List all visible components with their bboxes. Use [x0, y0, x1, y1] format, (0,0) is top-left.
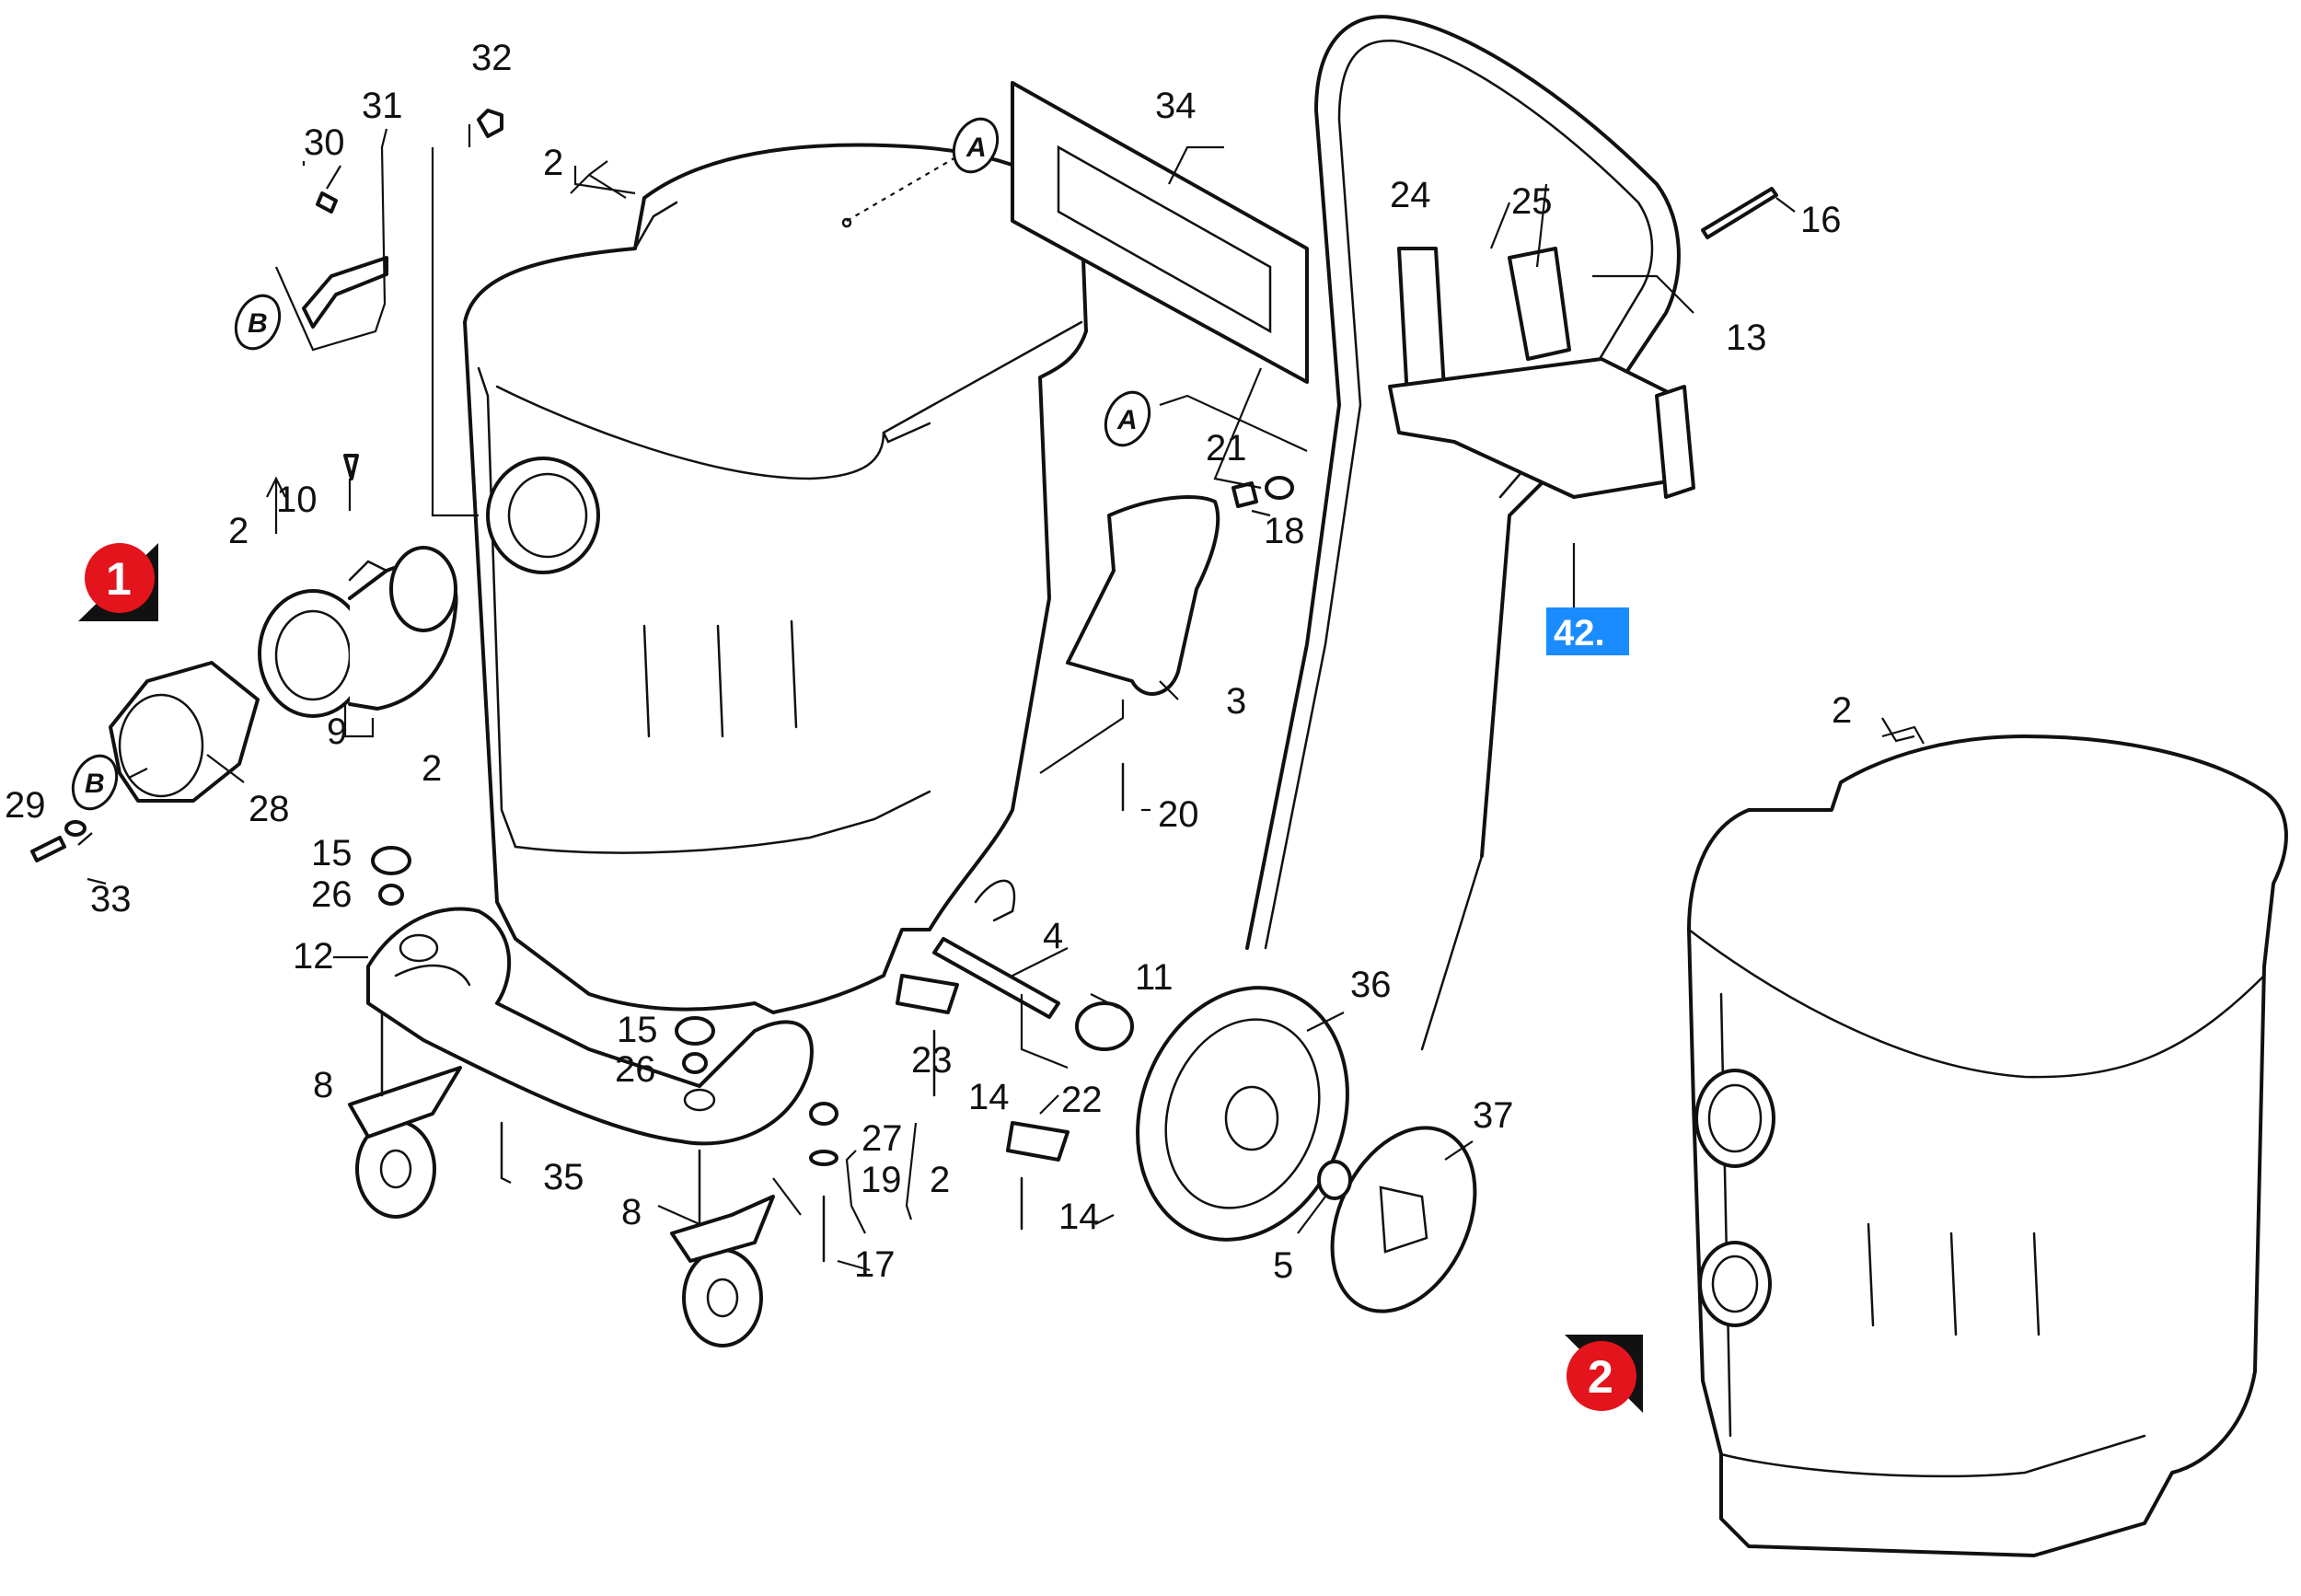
warning-label — [1011, 81, 1309, 384]
label-16: 16 — [1800, 200, 1842, 240]
container-tank — [463, 143, 1088, 1014]
bracket-ticks — [266, 160, 1925, 1220]
label-2-a: 2 — [543, 143, 563, 183]
label-14-a: 14 — [968, 1077, 1010, 1117]
label-32: 32 — [471, 38, 513, 78]
bubble-a-bottom: A — [1104, 390, 1151, 447]
label-19: 19 — [861, 1160, 902, 1200]
label-24: 24 — [1390, 175, 1431, 215]
label-2-b: 2 — [228, 511, 249, 551]
label-11: 11 — [1135, 957, 1174, 998]
marker-1: 1 — [78, 543, 158, 621]
label-28: 28 — [249, 789, 290, 829]
small-parts — [30, 109, 1294, 1166]
label-15-b: 15 — [617, 1010, 658, 1050]
label-17: 17 — [854, 1244, 896, 1285]
label-23: 23 — [911, 1040, 953, 1081]
reference-tag-42-text: 42. — [1554, 613, 1605, 653]
castor-right — [670, 1149, 775, 1347]
bubble-b-bottom-text: B — [85, 769, 105, 799]
marker-2-number: 2 — [1588, 1351, 1613, 1403]
bubble-b-bottom: B — [71, 754, 119, 811]
label-27: 27 — [861, 1118, 903, 1159]
part-labels: 32 31 30 2 10 2 9 2 28 29 33 15 26 12 8 … — [5, 38, 1852, 1286]
label-13: 13 — [1726, 318, 1767, 358]
label-2-c: 2 — [422, 748, 442, 789]
label-30: 30 — [304, 122, 345, 163]
label-34: 34 — [1155, 86, 1197, 126]
label-31: 31 — [362, 86, 403, 126]
label-25: 25 — [1511, 181, 1553, 222]
castor-left — [348, 1011, 462, 1219]
handle-tube — [1245, 15, 1681, 1051]
label-14-b: 14 — [1058, 1197, 1100, 1237]
label-4: 4 — [1043, 916, 1063, 956]
bubble-a-top-text: A — [965, 133, 987, 163]
hose-connector-assembly — [258, 546, 458, 718]
wheel-axle-and-clips — [896, 937, 1134, 1162]
handle-bracket-24-25 — [1388, 247, 1695, 499]
label-33: 33 — [90, 879, 132, 919]
label-18: 18 — [1264, 511, 1305, 551]
label-2-e: 2 — [1832, 690, 1852, 731]
marker-2: 2 — [1565, 1335, 1643, 1413]
label-9: 9 — [327, 711, 347, 752]
label-15-a: 15 — [311, 833, 353, 873]
leader-lines — [77, 124, 1915, 1272]
screws — [500, 762, 1125, 1263]
label-29: 29 — [5, 785, 46, 826]
label-3: 3 — [1226, 681, 1246, 722]
label-21: 21 — [1206, 428, 1247, 468]
label-5: 5 — [1273, 1245, 1293, 1286]
label-8-a: 8 — [313, 1065, 333, 1105]
hose-cuff — [109, 661, 260, 803]
label-35: 35 — [543, 1157, 584, 1197]
chassis-frame — [366, 907, 814, 1146]
wheel — [1136, 986, 1349, 1242]
label-12: 12 — [293, 936, 334, 977]
holder-bracket — [1066, 495, 1220, 696]
bubble-b-top: B — [234, 294, 282, 351]
container-tank-variant — [1687, 734, 2288, 1557]
label-2-d: 2 — [930, 1160, 950, 1200]
label-37: 37 — [1473, 1095, 1514, 1136]
label-10: 10 — [276, 480, 318, 520]
label-22: 22 — [1061, 1080, 1103, 1120]
bubble-b-top-text: B — [248, 308, 268, 339]
screw-16 — [1701, 187, 1778, 239]
hub-cap — [1317, 1126, 1477, 1313]
reference-tag-42: 42. — [1546, 607, 1629, 655]
label-26-b: 26 — [615, 1049, 656, 1090]
bubble-a-top: A — [952, 117, 1000, 174]
bubble-a-bottom-text: A — [1116, 405, 1138, 435]
label-26-a: 26 — [311, 874, 353, 915]
label-36: 36 — [1350, 965, 1392, 1005]
label-20: 20 — [1158, 794, 1199, 835]
marker-1-number: 1 — [106, 553, 132, 605]
label-8-b: 8 — [621, 1192, 642, 1232]
